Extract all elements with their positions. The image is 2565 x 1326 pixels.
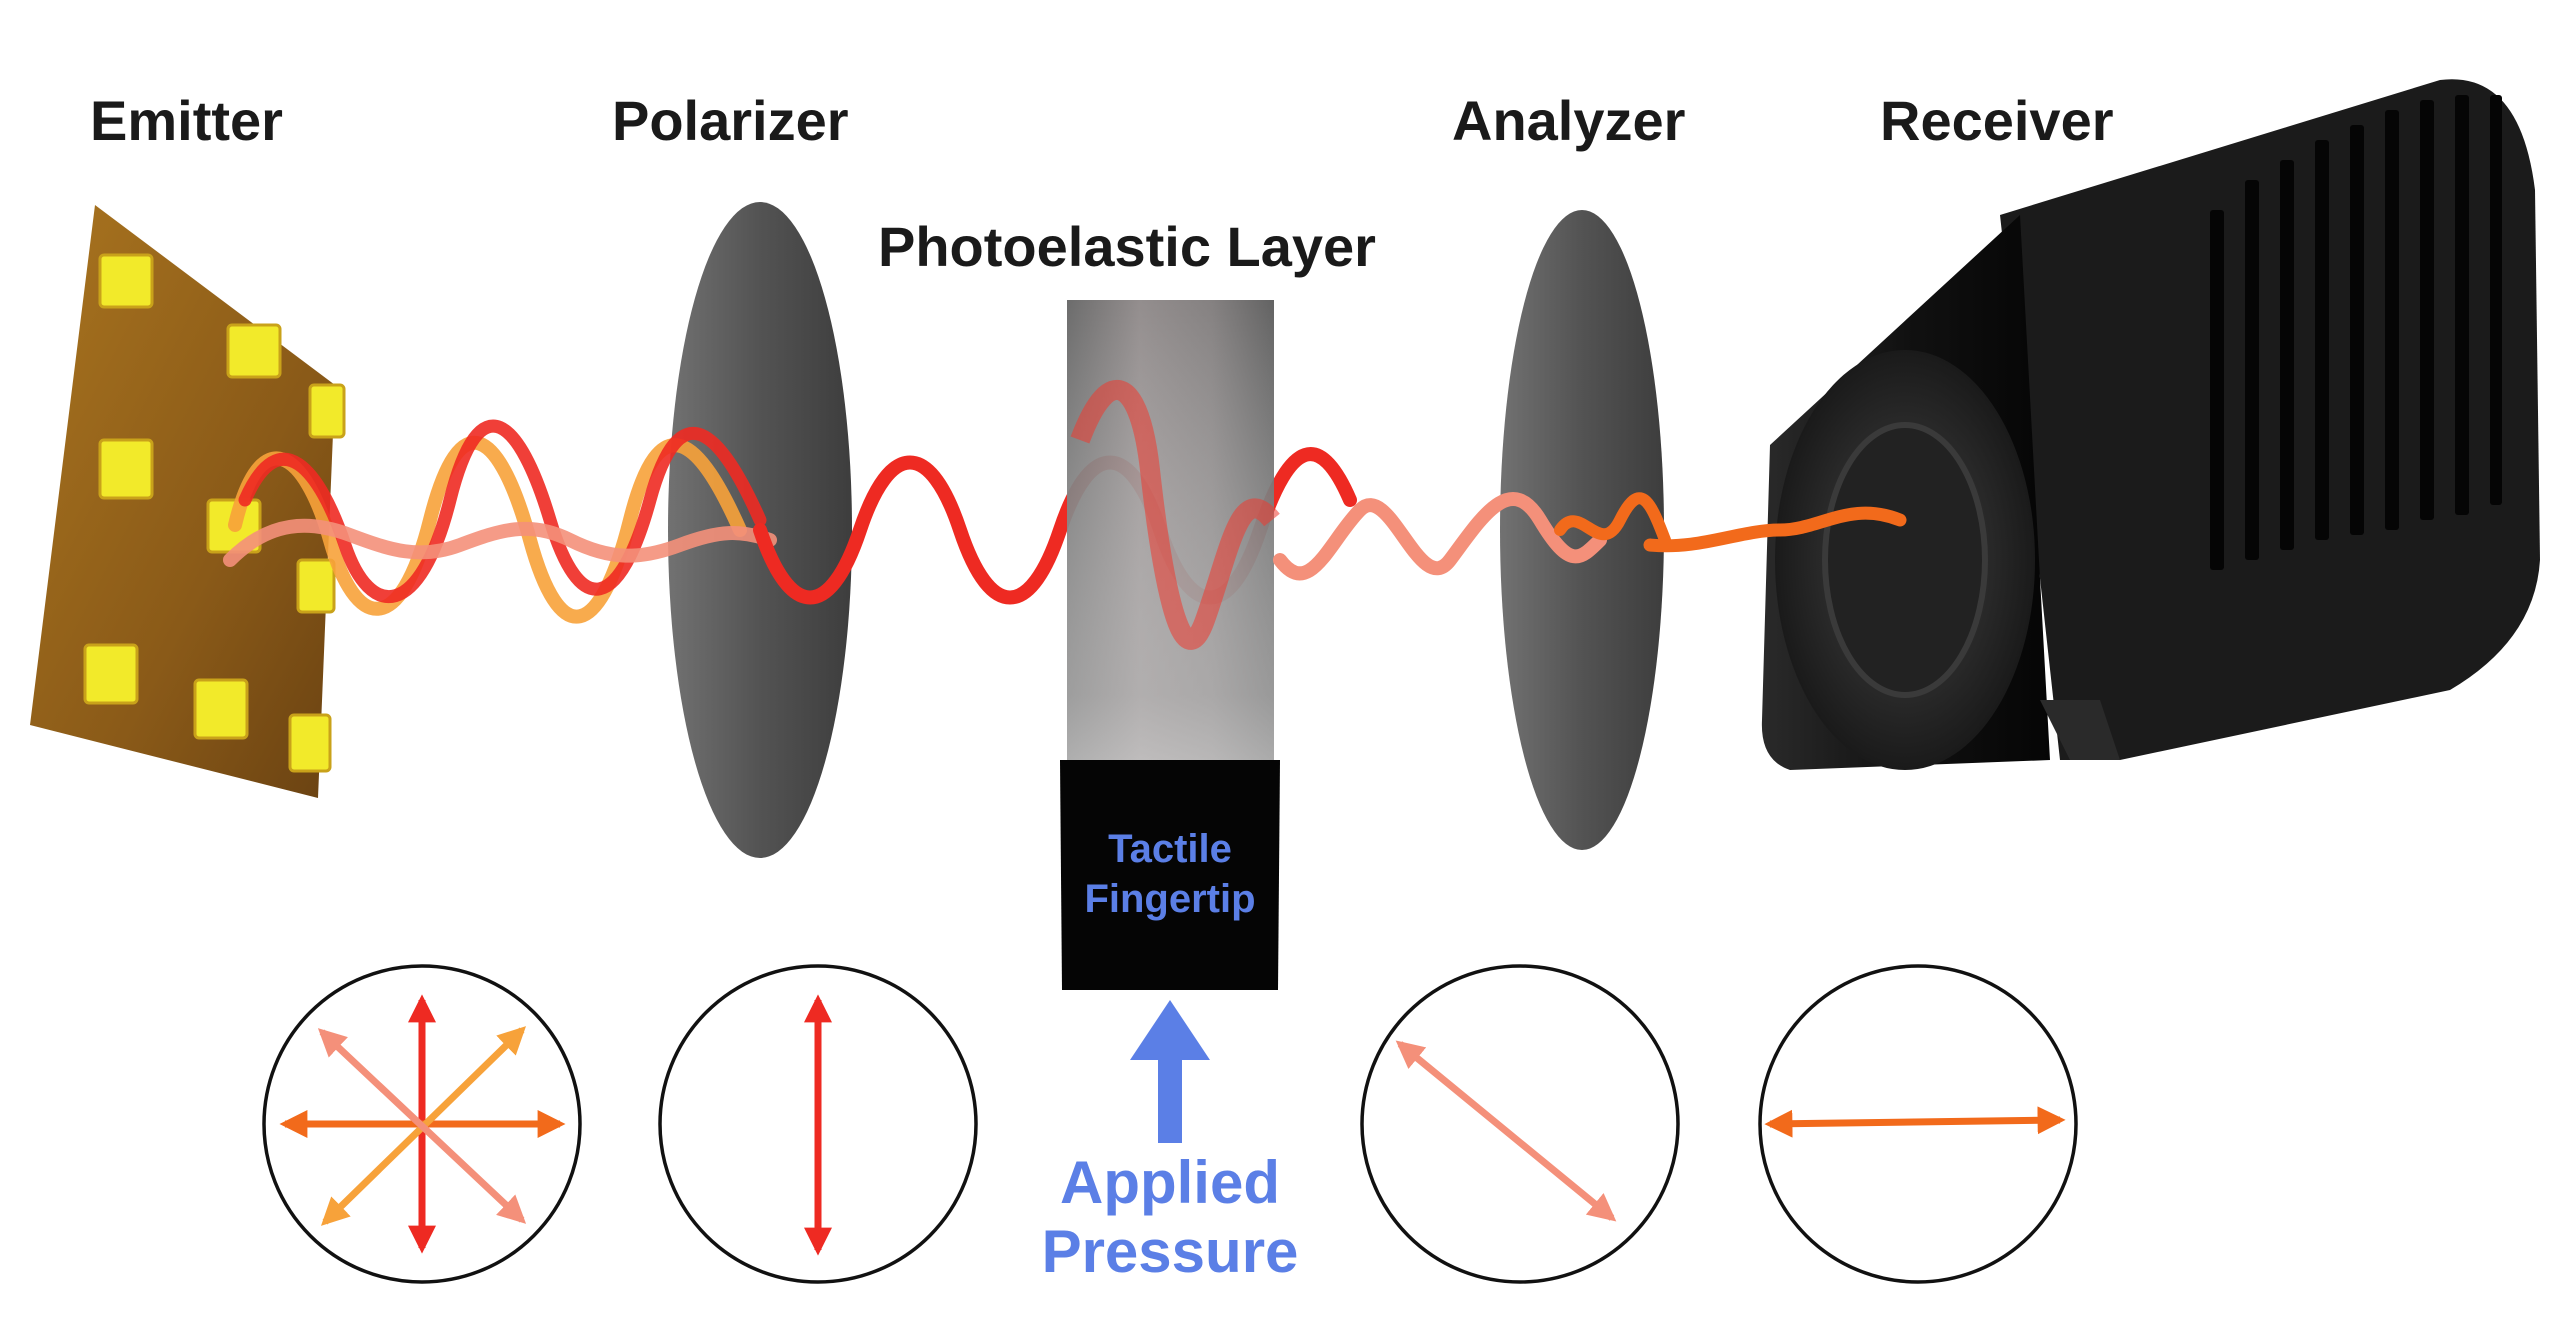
applied-pressure-arrow: [1130, 1000, 1210, 1143]
led-4: [98, 438, 154, 500]
rotated-salmon-wave: [1273, 492, 1607, 581]
arrow-horizontal: [1764, 1106, 2066, 1138]
analyzer-twist-wave: [1554, 492, 1671, 546]
arrow-diagonal-descending: [1395, 1040, 1617, 1222]
emitter-board: [30, 205, 346, 798]
pressure-label-line1: Applied: [1060, 1149, 1280, 1216]
led-1: [98, 253, 154, 309]
internal-wave: [1070, 380, 1280, 650]
receiver-state-circle: [1758, 964, 2078, 1284]
emitter-label: Emitter: [90, 89, 283, 152]
receiver-vents: [2210, 95, 2502, 570]
tactile-fingertip: Tactile Fingertip: [1060, 760, 1280, 990]
tactile-label-line1: Tactile: [1108, 827, 1232, 871]
photoelastic-layer-label: Photoelastic Layer: [878, 215, 1376, 278]
receiver-camera: [1761, 79, 2540, 770]
led-9: [288, 713, 332, 773]
polarizer-state-circle: [658, 964, 978, 1284]
led-8: [193, 678, 249, 740]
analyzer-state-circle: [1360, 964, 1680, 1284]
emitter-state-circle: [262, 964, 582, 1284]
unpolarized-wave-salmon: [223, 518, 777, 567]
pressure-label-line2: Pressure: [1042, 1218, 1299, 1285]
led-7: [83, 643, 139, 705]
output-orange-wave: [1643, 506, 1907, 553]
analyzer-label: Analyzer: [1452, 89, 1685, 152]
led-6: [296, 558, 336, 614]
unpolarized-wave-light-orange: [228, 435, 747, 624]
tactile-label-line2: Fingertip: [1084, 877, 1255, 921]
polarizer-label: Polarizer: [612, 89, 849, 152]
led-3: [308, 383, 346, 439]
led-2: [226, 323, 282, 379]
receiver-label: Receiver: [1880, 89, 2114, 152]
output-waves: [1273, 492, 1907, 581]
arrow-diagonal-descending: [317, 1028, 527, 1224]
photoelastic-layer: [1067, 300, 1280, 765]
